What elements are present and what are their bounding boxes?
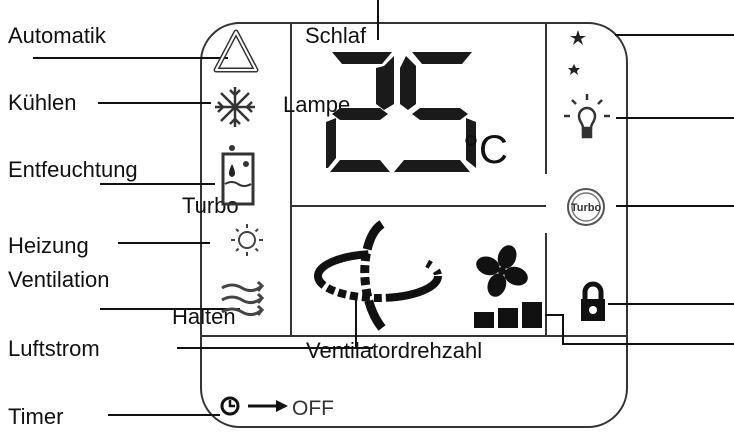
leader-luftstrom xyxy=(177,347,373,349)
leader-lock xyxy=(608,303,734,305)
leader-kuehlen xyxy=(98,102,211,104)
arrow-right-icon xyxy=(248,398,288,414)
leader-sleep xyxy=(615,34,734,36)
label-heizung: Heizung xyxy=(8,233,89,258)
right-column-divider-top xyxy=(545,22,547,174)
auto-recycle-icon xyxy=(212,28,260,80)
leader-fanspeed-v xyxy=(562,314,564,344)
leader-schlaf-top xyxy=(377,0,379,40)
svg-text:Turbo: Turbo xyxy=(571,202,602,214)
middle-divider xyxy=(290,205,546,207)
label-ventilation: Ventilation xyxy=(8,267,110,292)
leader-timer xyxy=(108,414,220,416)
timer-off-text: OFF xyxy=(292,397,334,420)
turbo-badge-icon: Turbo xyxy=(566,187,606,227)
sun-icon xyxy=(229,222,265,258)
label-luftstrom: Luftstrom xyxy=(8,336,100,361)
airflow-swing-icon xyxy=(310,218,450,333)
label-ventilatordrehzahl: Ventilatordrehzahl xyxy=(306,338,483,363)
lcd-panel xyxy=(200,22,628,428)
leader-fanspeed-h1 xyxy=(545,314,563,316)
left-column-divider xyxy=(290,22,292,335)
fan-icon xyxy=(474,243,530,299)
temperature-digits xyxy=(322,48,482,178)
temperature-unit: °C xyxy=(463,128,508,172)
leader-fanspeed-h2 xyxy=(562,343,734,345)
snowflake-icon xyxy=(212,84,258,130)
label-halten: Halten xyxy=(172,304,236,329)
bottom-divider xyxy=(200,335,628,337)
leader-luftstrom-vertical xyxy=(355,298,357,348)
label-timer: Timer xyxy=(8,404,64,429)
dehumidify-icon xyxy=(220,142,256,208)
label-entfeuchtung: Entfeuchtung xyxy=(8,157,138,182)
leader-ventilation xyxy=(100,308,240,310)
label-automatik: Automatik xyxy=(8,23,106,48)
leader-entfeuchtung xyxy=(100,183,215,185)
leader-automatik xyxy=(33,57,228,59)
fan-wind-icon xyxy=(218,280,268,326)
leader-heizung xyxy=(118,242,210,244)
right-column-divider-bottom xyxy=(545,233,547,335)
label-kuehlen: Kühlen xyxy=(8,90,77,115)
clock-icon xyxy=(219,395,241,417)
leader-lamp xyxy=(616,117,734,119)
lock-icon xyxy=(578,281,608,323)
label-schlaf: Schlaf xyxy=(305,23,367,48)
fan-speed-bars-icon xyxy=(474,300,544,330)
leader-turbo xyxy=(616,205,734,207)
sleep-moon-icon xyxy=(566,26,616,80)
lightbulb-icon xyxy=(562,92,612,142)
